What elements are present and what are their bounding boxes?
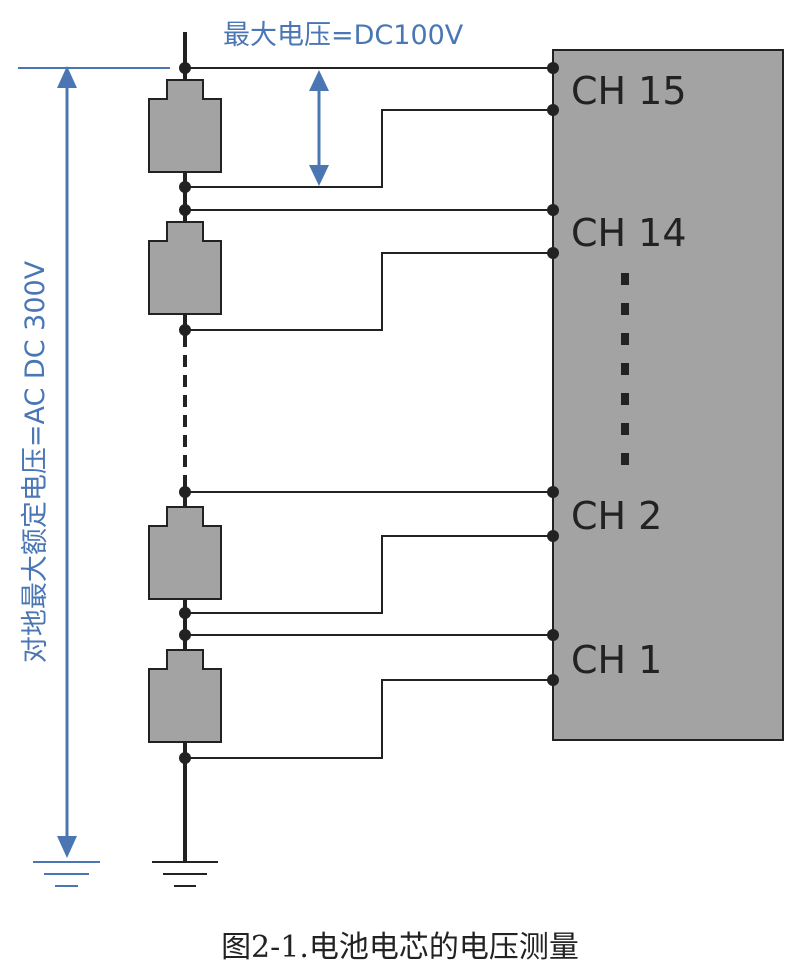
junction-dots xyxy=(179,62,559,764)
battery-cell-2 xyxy=(148,506,222,600)
battery-cell-15 xyxy=(148,79,222,173)
measurement-instrument xyxy=(552,49,784,741)
ground-rating-label: 对地最大额定电压=AC DC 300V xyxy=(20,260,51,663)
ground-symbol-reference xyxy=(33,861,100,887)
battery-cells xyxy=(148,79,222,743)
figure-caption: 图2-1.电池电芯的电压测量 xyxy=(221,930,579,965)
battery-cell-14 xyxy=(148,221,222,315)
ground-symbol-stack xyxy=(152,861,218,887)
battery-voltage-diagram: CH 15 CH 14 CH 2 CH 1 最大电压=DC100V 对地最大额定… xyxy=(18,20,784,887)
battery-cell-1 xyxy=(148,649,222,743)
channel-label-2: CH 2 xyxy=(571,494,662,538)
sense-wires xyxy=(185,67,553,759)
cell-voltage-dimension xyxy=(309,70,329,186)
max-voltage-label: 最大电压=DC100V xyxy=(223,20,464,51)
channel-label-1: CH 1 xyxy=(571,638,662,682)
channel-label-14: CH 14 xyxy=(571,211,687,255)
channel-label-15: CH 15 xyxy=(571,69,687,113)
ground-voltage-dimension xyxy=(18,66,170,858)
